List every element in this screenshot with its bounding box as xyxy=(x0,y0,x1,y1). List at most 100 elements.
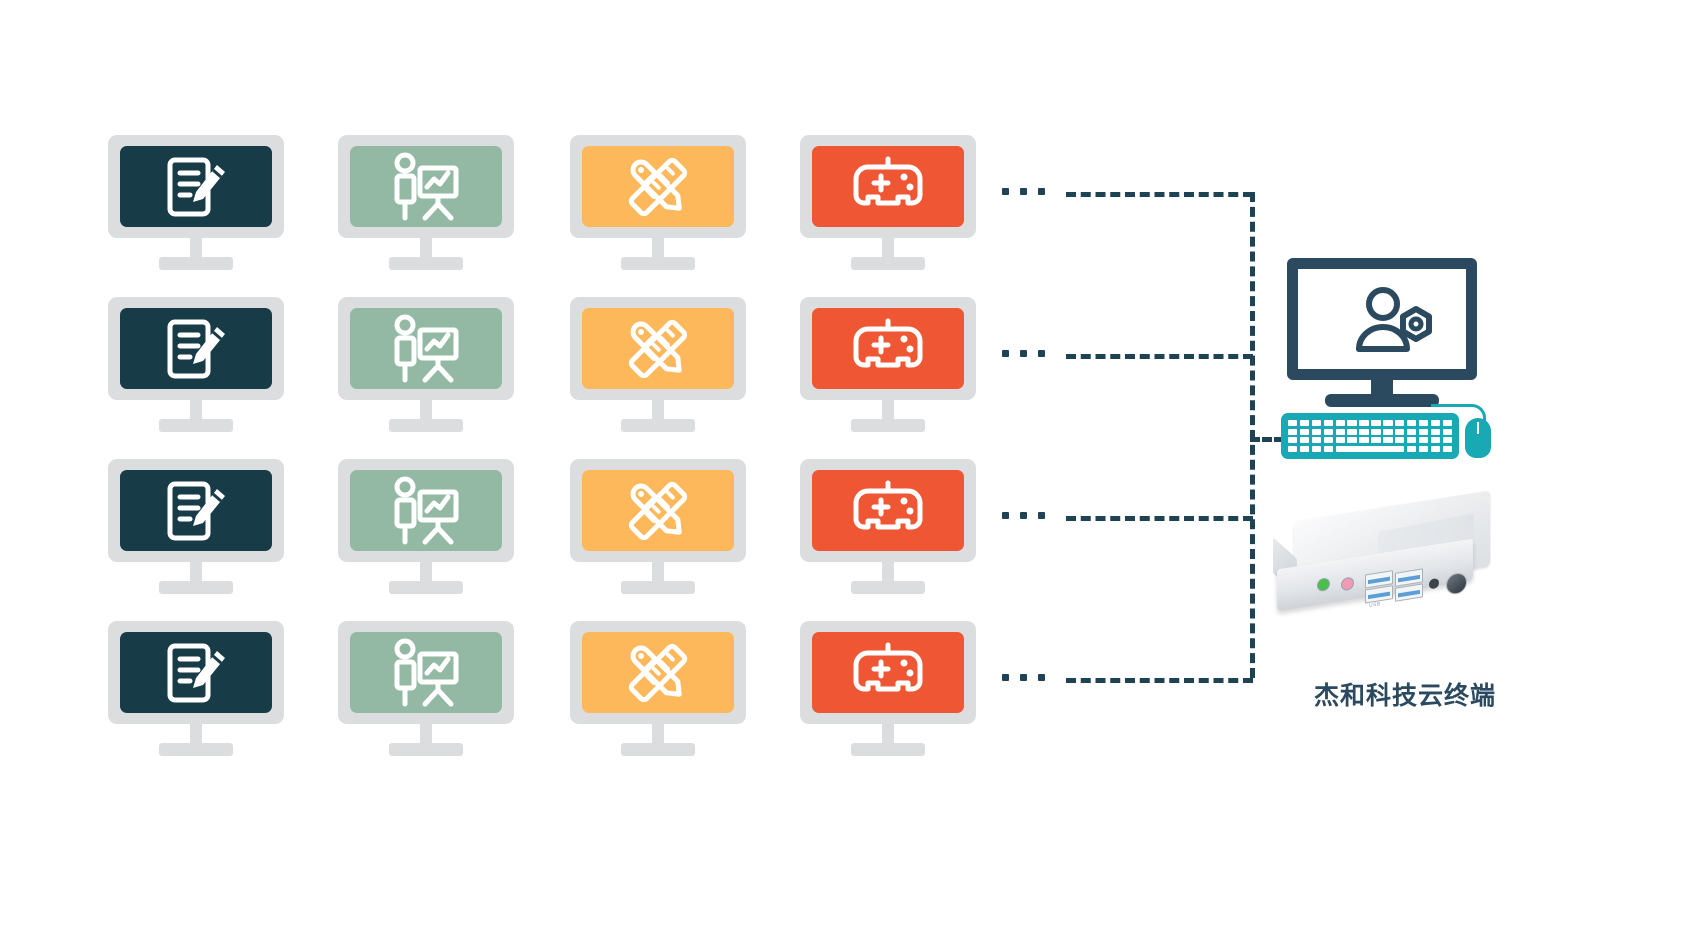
client-monitor-gaming[interactable] xyxy=(800,135,976,270)
monitor-neck xyxy=(882,238,894,261)
monitor-neck xyxy=(652,724,664,747)
monitor-screen xyxy=(120,308,272,389)
monitor-bezel xyxy=(570,621,746,724)
pencil-ruler-icon xyxy=(622,151,694,223)
monitor-base xyxy=(389,257,463,270)
monitor-neck xyxy=(190,400,202,423)
monitor-screen xyxy=(812,632,964,713)
monitor-neck xyxy=(420,400,432,423)
user-settings-icon xyxy=(1356,287,1434,364)
monitor-bezel xyxy=(570,297,746,400)
monitor-bezel xyxy=(108,297,284,400)
monitor-screen xyxy=(582,632,734,713)
presentation-chart-icon xyxy=(389,312,463,386)
document-edit-icon xyxy=(161,476,231,546)
mic-jack xyxy=(1341,576,1354,592)
client-monitor-document-editing[interactable] xyxy=(108,135,284,270)
document-edit-icon xyxy=(161,638,231,708)
client-monitor-presentation[interactable] xyxy=(338,135,514,270)
row-2-connector xyxy=(1066,354,1253,359)
monitor-bezel xyxy=(800,621,976,724)
monitor-base xyxy=(621,257,695,270)
monitor-screen xyxy=(120,146,272,227)
game-controller-icon xyxy=(850,641,926,705)
monitor-bezel xyxy=(338,621,514,724)
monitor-screen xyxy=(582,470,734,551)
monitor-base xyxy=(851,581,925,594)
client-monitor-document-editing[interactable] xyxy=(108,297,284,432)
monitor-bezel xyxy=(108,135,284,238)
monitor-neck xyxy=(420,238,432,261)
keyboard-icon[interactable] xyxy=(1281,413,1459,459)
monitor-bezel xyxy=(570,459,746,562)
monitor-neck xyxy=(652,238,664,261)
monitor-screen xyxy=(812,470,964,551)
monitor-base xyxy=(621,419,695,432)
monitor-base xyxy=(159,257,233,270)
admin-workstation[interactable] xyxy=(1281,258,1496,463)
ellipsis-row-3-connector xyxy=(1002,512,1045,519)
pencil-ruler-icon xyxy=(622,637,694,709)
monitor-base xyxy=(159,581,233,594)
monitor-base xyxy=(389,419,463,432)
row-1-connector xyxy=(1066,192,1253,197)
mouse-cable xyxy=(1431,404,1486,433)
monitor-neck xyxy=(882,724,894,747)
monitor-base xyxy=(621,581,695,594)
client-monitor-gaming[interactable] xyxy=(800,297,976,432)
monitor-neck xyxy=(190,562,202,585)
monitor-screen xyxy=(350,146,502,227)
monitor-neck xyxy=(190,724,202,747)
monitor-bezel xyxy=(800,135,976,238)
cloud-terminal-device[interactable]: USB xyxy=(1272,490,1502,625)
pencil-ruler-icon xyxy=(622,313,694,385)
usb-port-4 xyxy=(1395,583,1423,602)
trunk-line xyxy=(1250,192,1255,678)
monitor-base xyxy=(159,419,233,432)
monitor-neck xyxy=(420,724,432,747)
monitor-screen xyxy=(812,308,964,389)
monitor-bezel xyxy=(338,459,514,562)
power-button[interactable] xyxy=(1446,571,1467,596)
document-edit-icon xyxy=(161,314,231,384)
client-monitor-presentation[interactable] xyxy=(338,297,514,432)
client-monitor-design[interactable] xyxy=(570,297,746,432)
mouse-icon[interactable] xyxy=(1465,418,1491,458)
monitor-screen xyxy=(350,470,502,551)
game-controller-icon xyxy=(850,317,926,381)
client-monitor-design[interactable] xyxy=(570,135,746,270)
dc-power-jack xyxy=(1429,577,1439,590)
client-monitor-document-editing[interactable] xyxy=(108,459,284,594)
pencil-ruler-icon xyxy=(622,475,694,547)
monitor-bezel xyxy=(108,459,284,562)
client-monitor-design[interactable] xyxy=(570,459,746,594)
client-monitor-presentation[interactable] xyxy=(338,459,514,594)
monitor-base xyxy=(159,743,233,756)
row-3-connector xyxy=(1066,516,1253,521)
ellipsis-row-2-connector xyxy=(1002,350,1045,357)
client-monitor-document-editing[interactable] xyxy=(108,621,284,756)
monitor-bezel xyxy=(108,621,284,724)
client-monitor-gaming[interactable] xyxy=(800,621,976,756)
monitor-base xyxy=(621,743,695,756)
server-branch-line xyxy=(1250,437,1284,442)
monitor-neck xyxy=(652,400,664,423)
client-monitor-gaming[interactable] xyxy=(800,459,976,594)
cloud-terminal-caption: 杰和科技云终端 xyxy=(1313,681,1496,710)
presentation-chart-icon xyxy=(389,474,463,548)
usb-port-label: USB xyxy=(1369,601,1381,609)
row-4-connector xyxy=(1066,678,1253,683)
document-edit-icon xyxy=(161,152,231,222)
client-monitor-presentation[interactable] xyxy=(338,621,514,756)
monitor-screen xyxy=(582,308,734,389)
ellipsis-row-1-connector xyxy=(1002,188,1045,195)
monitor-screen xyxy=(120,470,272,551)
client-monitor-design[interactable] xyxy=(570,621,746,756)
monitor-bezel xyxy=(338,297,514,400)
monitor-neck xyxy=(652,562,664,585)
audio-out-jack xyxy=(1317,577,1330,593)
monitor-screen xyxy=(350,632,502,713)
game-controller-icon xyxy=(850,479,926,543)
admin-monitor-frame xyxy=(1287,258,1477,380)
